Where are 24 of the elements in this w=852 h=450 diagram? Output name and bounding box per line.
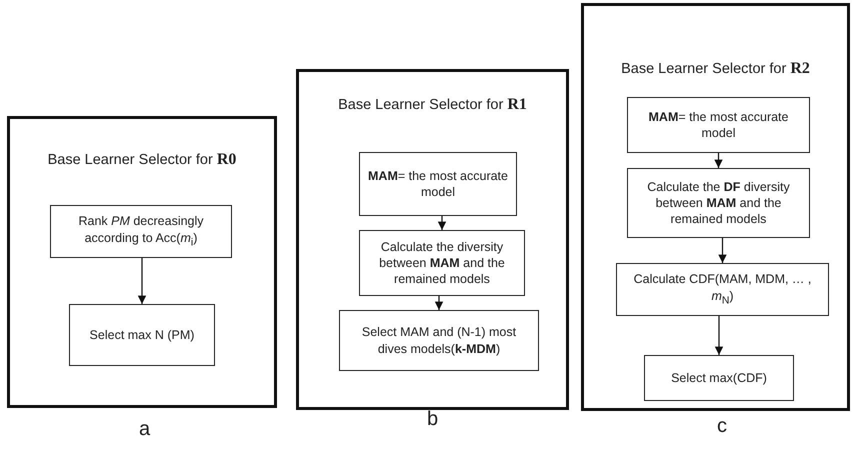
process-box: MAM= the most accurate model [627,97,810,153]
panel-frame [296,69,569,410]
panel-heading: Base Learner Selector for R1 [337,96,528,114]
panel-heading: Base Learner Selector for R0 [46,151,238,169]
panel-label: b [427,408,438,431]
arrow [438,216,446,230]
panel-frame [581,3,850,411]
arrow [714,316,724,355]
arrow [718,238,727,263]
process-box: Calculate the diversity between MAM and the remained models [359,230,525,296]
panel-frame [7,116,277,408]
process-box: Select max N (PM) [69,304,215,366]
process-box: Rank PM decreasingly according to Acc(m$_{i}$) [50,205,232,258]
process-box: Calculate CDF(MAM, MDM, … , m$_{N}$) [616,263,829,316]
process-box: MAM= the most accurate model [359,152,517,216]
panel-label: c [717,415,727,438]
arrow [138,258,146,304]
arrow [714,153,723,168]
process-box: Calculate the DF diversity between MAM and the remained models [627,168,810,238]
panel-label: a [139,418,150,441]
process-box: Select max(CDF) [644,355,794,401]
process-box: Select MAM and (N-1) most dives models(k-MDM) [339,310,539,371]
panel-heading: Base Learner Selector for R2 [620,60,811,78]
arrow [434,296,444,310]
